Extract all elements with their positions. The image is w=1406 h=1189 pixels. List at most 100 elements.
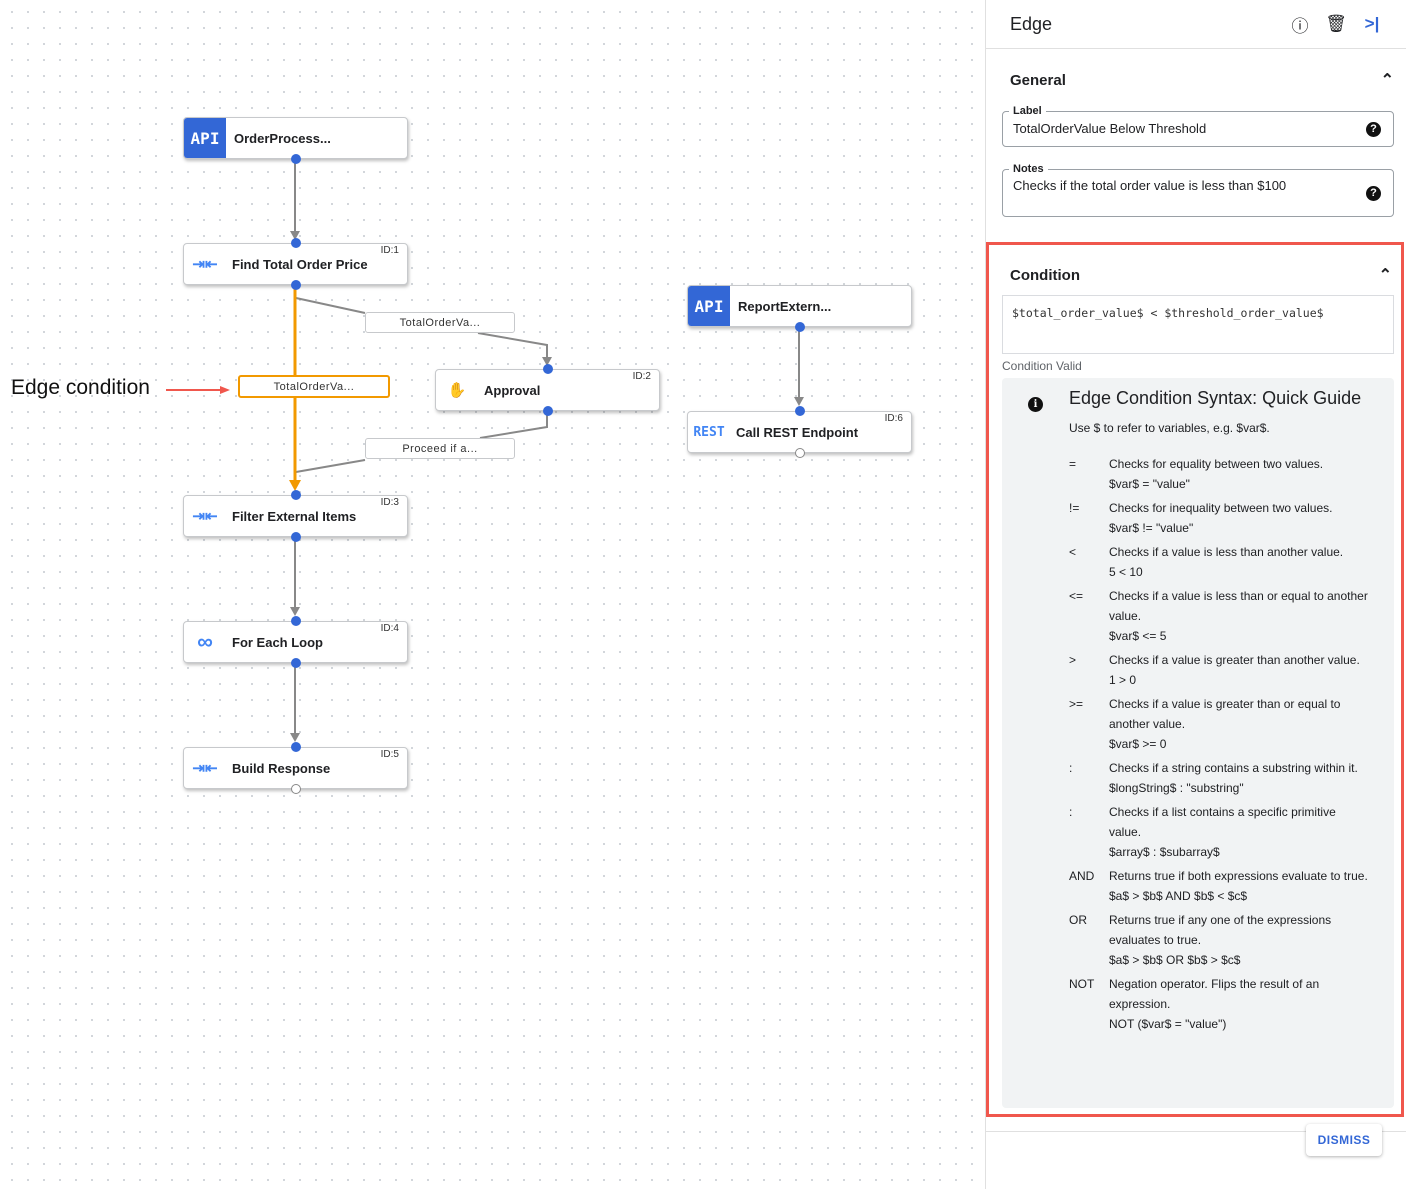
guide-row: :Checks if a list contains a specific pr… — [1069, 802, 1371, 862]
operator-description: Returns true if both expressions evaluat… — [1109, 869, 1368, 883]
operator: > — [1069, 653, 1077, 667]
notes-field[interactable]: Notes Checks if the total order value is… — [1002, 163, 1394, 217]
help-icon[interactable]: ? — [1366, 122, 1381, 137]
operator-description: Checks if a string contains a substring … — [1109, 761, 1358, 775]
selected-arrowhead — [289, 480, 301, 491]
collapse-panel-icon[interactable]: >| — [1364, 14, 1380, 33]
node-id: ID:4 — [380, 623, 399, 634]
node-api-report-extern[interactable]: API ReportExtern... — [687, 285, 912, 332]
output-port[interactable] — [291, 280, 301, 290]
node-filter-external-items[interactable]: ⇥⇤ Filter External Items ID:3 — [183, 490, 408, 542]
api-icon: API — [688, 286, 730, 326]
node-find-total-order-price[interactable]: ⇥⇤ Find Total Order Price ID:1 — [183, 238, 408, 290]
edge-label-selected[interactable]: TotalOrderVa... — [238, 375, 390, 398]
output-port[interactable] — [795, 448, 805, 458]
operator: != — [1069, 501, 1080, 515]
input-port[interactable] — [291, 742, 301, 752]
merge-arrows-icon: ⇥⇤ — [192, 256, 218, 273]
node-title: Build Response — [232, 760, 331, 776]
edge-2b — [477, 332, 548, 362]
operator-example: $longString$ : "substring" — [1109, 781, 1244, 795]
guide-row: : Checks if a string contains a substring… — [1069, 758, 1371, 798]
node-title: OrderProcess... — [234, 130, 331, 146]
dismiss-button[interactable]: DISMISS — [1306, 1124, 1382, 1156]
input-port[interactable] — [795, 406, 805, 416]
divider — [986, 1131, 1406, 1132]
section-title: General — [1010, 71, 1066, 89]
output-port[interactable] — [291, 154, 301, 164]
node-id: ID:1 — [380, 245, 399, 256]
operator: < — [1069, 545, 1077, 559]
field-legend: Notes — [1009, 163, 1048, 176]
condition-section-header[interactable]: Condition ⌃ — [989, 265, 1401, 285]
node-build-response[interactable]: ⇥⇤ Build Response ID:5 — [183, 742, 408, 794]
annotation-label: Edge condition — [11, 376, 150, 399]
node-call-rest-endpoint[interactable]: REST Call REST Endpoint ID:6 — [687, 406, 912, 458]
panel-header: Edge ⓘ 🗑 >| — [986, 0, 1406, 49]
loop-icon: ∞ — [197, 629, 213, 654]
label-field[interactable]: Label TotalOrderValue Below Threshold ? — [1002, 105, 1394, 147]
condition-input[interactable]: $total_order_value$ < $threshold_order_v… — [1002, 295, 1394, 354]
operator-description: Returns true if any one of the expressio… — [1109, 913, 1332, 947]
output-port[interactable] — [291, 532, 301, 542]
delete-icon[interactable]: 🗑 — [1325, 14, 1347, 33]
arrowhead — [290, 231, 300, 240]
edge-label[interactable]: Proceed if a... — [365, 438, 515, 459]
node-for-each-loop[interactable]: ∞ For Each Loop ID:4 — [183, 616, 408, 668]
chevron-up-icon[interactable]: ⌃ — [1378, 267, 1392, 284]
node-api-order-process[interactable]: API OrderProcess... — [183, 117, 408, 164]
output-port[interactable] — [543, 406, 553, 416]
node-title: For Each Loop — [232, 634, 323, 650]
label-input-value[interactable]: TotalOrderValue Below Threshold — [1013, 121, 1207, 136]
arrowhead — [290, 733, 300, 742]
input-port[interactable] — [543, 364, 553, 374]
arrowhead — [290, 607, 300, 616]
output-port[interactable] — [795, 322, 805, 332]
annotation-arrowhead — [220, 386, 230, 394]
output-port[interactable] — [291, 658, 301, 668]
operator: OR — [1069, 913, 1087, 927]
condition-section: Condition ⌃ $total_order_value$ < $thresh… — [986, 242, 1404, 1117]
input-port[interactable] — [291, 238, 301, 248]
operator-description: Checks if a value is greater than anothe… — [1109, 653, 1360, 667]
operator-example: $a$ > $b$ AND $b$ < $c$ — [1109, 889, 1248, 903]
node-title: ReportExtern... — [738, 298, 832, 314]
operator-description: Checks if a value is less than or equal … — [1109, 589, 1368, 623]
input-port[interactable] — [291, 490, 301, 500]
general-section-header[interactable]: General ⌃ — [986, 70, 1406, 90]
edge-3b — [295, 459, 366, 473]
node-id: ID:6 — [884, 413, 903, 424]
operator: : — [1069, 761, 1073, 775]
node-title: Approval — [484, 382, 541, 398]
node-id: ID:2 — [632, 371, 651, 382]
guide-row: OR Returns true if any one of the express… — [1069, 910, 1371, 970]
rest-icon: REST — [693, 424, 725, 440]
syntax-guide: i Edge Condition Syntax: Quick Guide Use… — [1002, 378, 1394, 1108]
edges-layer — [166, 159, 804, 742]
field-legend: Label — [1009, 105, 1046, 118]
output-port[interactable] — [291, 784, 301, 794]
operator: >= — [1069, 697, 1084, 711]
workflow-canvas[interactable]: Edge condition TotalOrderVa... TotalOrde… — [0, 0, 984, 1189]
edge-2 — [295, 297, 366, 314]
notes-textarea-value[interactable]: Checks if the total order value is less … — [1013, 178, 1287, 193]
guide-row: !=Checks for inequality between two valu… — [1069, 498, 1371, 538]
section-title: Condition — [1010, 266, 1080, 284]
guide-intro: Use $ to refer to variables, e.g. $var$. — [1069, 421, 1270, 435]
arrowhead — [542, 357, 552, 366]
edge-label[interactable]: TotalOrderVa... — [365, 312, 515, 333]
operator-description: Checks if a list contains a specific pri… — [1109, 805, 1336, 839]
input-port[interactable] — [291, 616, 301, 626]
help-icon[interactable]: ? — [1366, 186, 1381, 201]
node-title: Filter External Items — [232, 508, 357, 524]
operator-example: $var$ = "value" — [1109, 477, 1190, 491]
chevron-up-icon[interactable]: ⌃ — [1380, 72, 1394, 89]
guide-row: > Checks if a value is greater than anoth… — [1069, 650, 1371, 690]
help-icon[interactable]: ⓘ — [1291, 16, 1309, 36]
operator-example: $array$ : $subarray$ — [1109, 845, 1220, 859]
operator-example: $a$ > $b$ OR $b$ > $c$ — [1109, 953, 1241, 967]
node-title: Call REST Endpoint — [736, 424, 859, 440]
node-approval[interactable]: ✋ Approval ID:2 — [435, 364, 660, 416]
